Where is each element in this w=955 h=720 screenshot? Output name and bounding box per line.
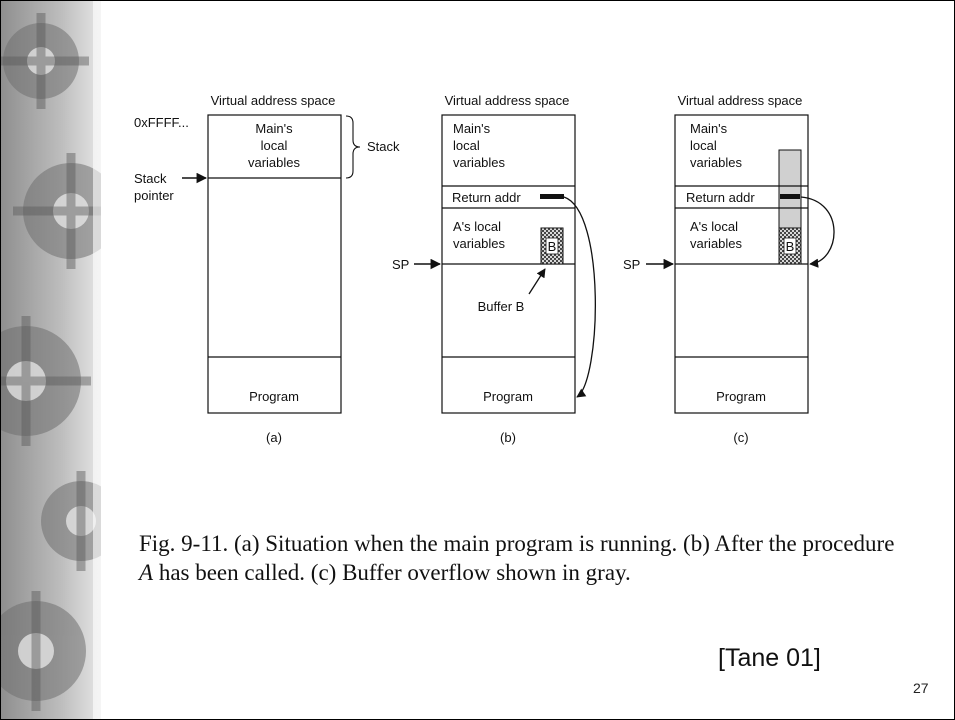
citation: [Tane 01] [718, 644, 821, 672]
panel-a-address-space [207, 114, 342, 414]
panel-c-program-label: Program [716, 389, 766, 404]
panel-b-return-address-marker [540, 194, 564, 199]
panel-a-main-line1: Main's [255, 121, 293, 136]
caption-part1: Fig. 9-11. (a) Situation when the main p… [139, 531, 895, 556]
panel-b-local-line1: A's local [453, 219, 501, 234]
panel-b-return-arrow [563, 196, 596, 398]
page-number: 27 [913, 680, 929, 696]
panel-a-main-line3: variables [248, 155, 301, 170]
panel-c-return-addr: Return addr [686, 190, 755, 205]
panel-c-main-line3: variables [690, 155, 743, 170]
panel-c-main-line1: Main's [690, 121, 728, 136]
panel-c-caption: (c) [733, 430, 748, 445]
panel-a-stack-pointer-line2: pointer [134, 188, 174, 203]
panel-c-local-line2: variables [690, 236, 743, 251]
panel-a: Virtual address space Main's local varia… [134, 93, 400, 445]
panel-b-program-label: Program [483, 389, 533, 404]
panel-b-buffer-tag: B [548, 239, 557, 254]
panel-b-sp-label: SP [392, 257, 409, 272]
panel-c: Virtual address space Main's local varia… [623, 93, 835, 445]
panel-c-sp-label: SP [623, 257, 640, 272]
panel-b-return-addr: Return addr [452, 190, 521, 205]
caption-part2: has been called. (c) Buffer overflow sho… [153, 560, 631, 585]
panel-b: Virtual address space Main's local varia… [392, 93, 596, 445]
panel-c-return-arrow [800, 196, 835, 268]
panel-a-top-address: 0xFFFF... [134, 115, 189, 130]
panel-b-buffer-callout: Buffer B [478, 299, 525, 314]
panel-a-caption: (a) [266, 430, 282, 445]
figure-caption: Fig. 9-11. (a) Situation when the main p… [139, 529, 899, 587]
stack-brace [345, 115, 361, 179]
panel-a-stack-label: Stack [367, 139, 400, 154]
stack-diagram: Virtual address space Main's local varia… [134, 93, 835, 445]
panel-a-program-label: Program [249, 389, 299, 404]
panel-c-local-line1: A's local [690, 219, 738, 234]
panel-b-main-line3: variables [453, 155, 506, 170]
panel-b-header: Virtual address space [445, 93, 570, 108]
panel-c-header: Virtual address space [678, 93, 803, 108]
panel-c-main-line2: local [690, 138, 717, 153]
caption-procedure: A [139, 560, 154, 585]
panel-a-stack-pointer-line1: Stack [134, 171, 167, 186]
panel-a-header: Virtual address space [211, 93, 336, 108]
buffer-callout-arrow [528, 268, 546, 295]
panel-a-main-line2: local [261, 138, 288, 153]
panel-b-main-line2: local [453, 138, 480, 153]
panel-c-return-address-marker [780, 194, 800, 199]
panel-b-local-line2: variables [453, 236, 506, 251]
panel-b-main-line1: Main's [453, 121, 491, 136]
panel-c-buffer-tag: B [786, 239, 795, 254]
panel-b-caption: (b) [500, 430, 516, 445]
gear-decoration [1, 1, 101, 719]
